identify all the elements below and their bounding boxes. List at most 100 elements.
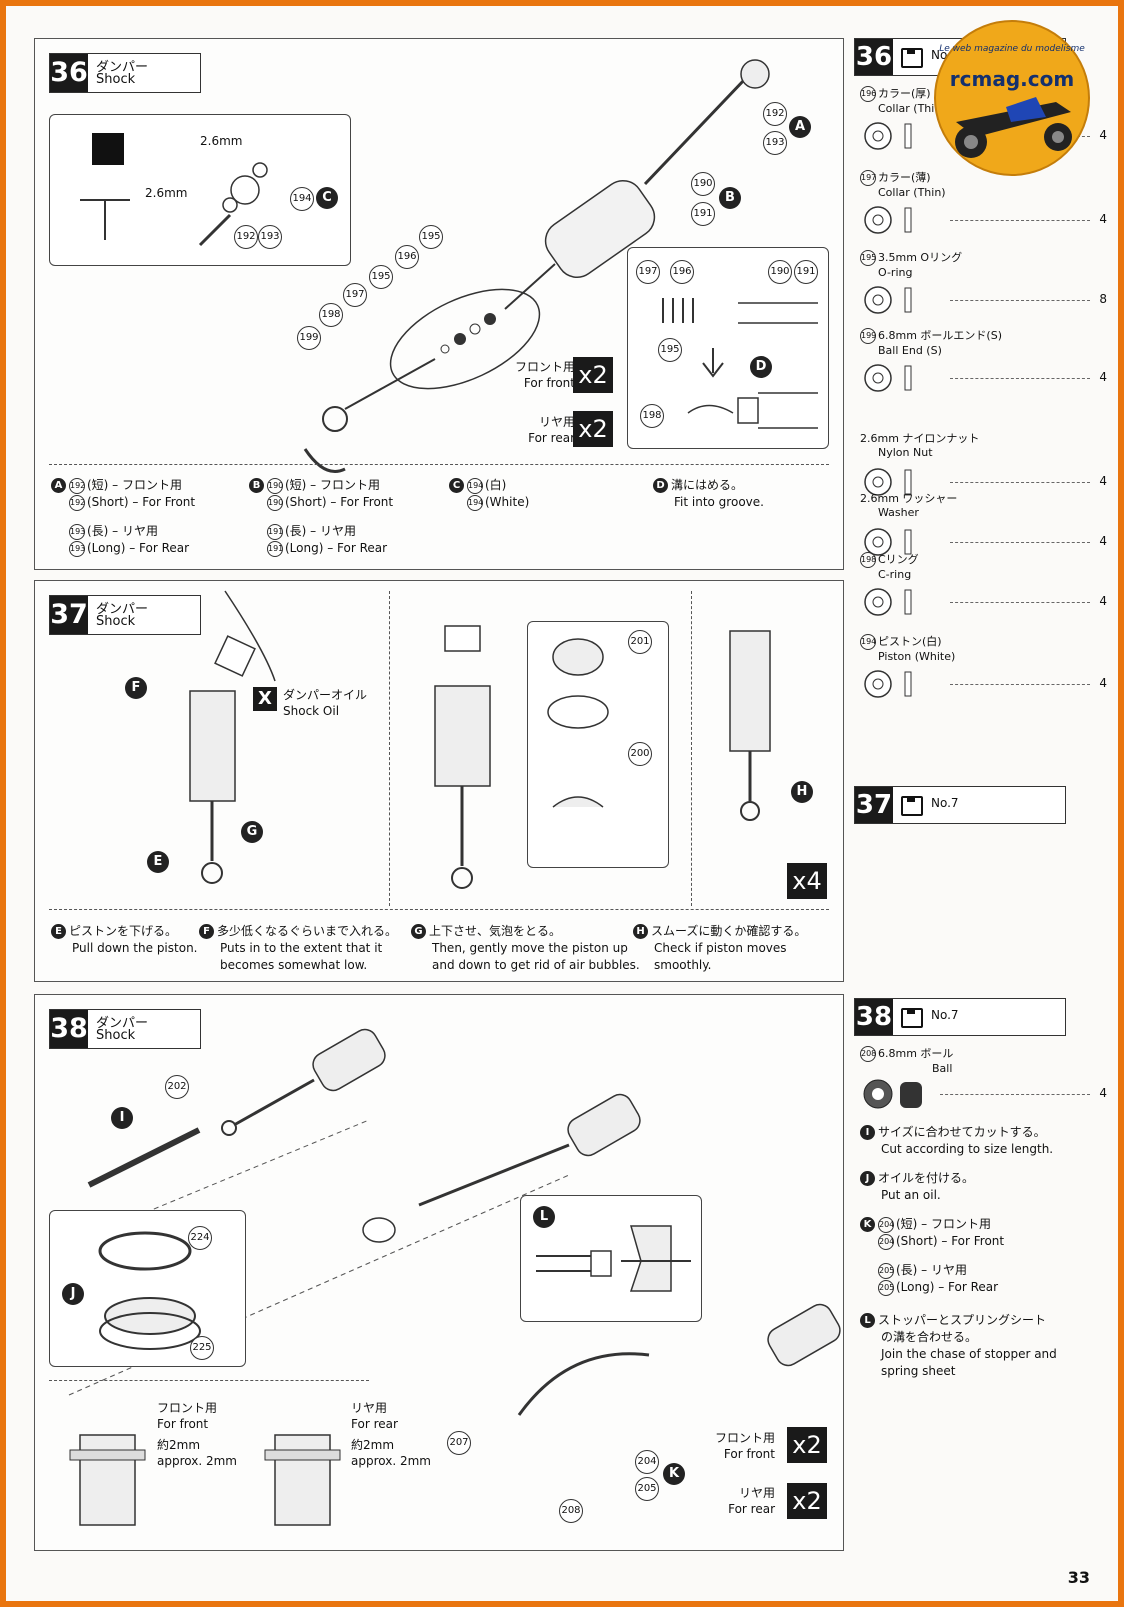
step-title-jp: ダンパー bbox=[96, 60, 149, 75]
approx-jp: 約2mm bbox=[351, 1438, 395, 1452]
part-no: 204 bbox=[878, 1216, 894, 1233]
step-37-panel: 37 ダンパー Shock F X ダンパーオイル Shock Oil G E bbox=[34, 580, 844, 982]
part-no: 208 bbox=[860, 1046, 876, 1062]
qty-leader bbox=[950, 220, 1090, 221]
note-e-jp: ピストンを下げる。 bbox=[69, 924, 178, 938]
cut-icon bbox=[92, 133, 124, 165]
part-jp: 2.6mm ナイロンナット bbox=[860, 432, 980, 445]
size-label-bottom: 2.6mm bbox=[145, 186, 188, 200]
marker-i: I bbox=[111, 1107, 133, 1129]
note-a-line4: (Long) – For Rear bbox=[87, 541, 190, 555]
qty-leader bbox=[940, 1094, 1090, 1095]
logo-tagline: Le web magazine du modelisme bbox=[939, 44, 1085, 54]
rear-qty-label: リヤ用 For rear bbox=[675, 1485, 775, 1517]
rear-en: For rear bbox=[528, 431, 575, 445]
shock-oil-label: ダンパーオイル Shock Oil bbox=[283, 687, 367, 719]
inset-detail-box: 2.6mm 2.6mm 194 C 192 193 bbox=[49, 114, 351, 266]
part-no: 196 bbox=[860, 86, 876, 102]
rear-height-label: リヤ用 For rear bbox=[351, 1400, 398, 1432]
part-qty: 4 bbox=[1099, 1086, 1107, 1100]
part-207: 207 bbox=[447, 1431, 471, 1455]
part-en: Ball End (S) bbox=[878, 344, 942, 357]
oil-detail-box: 224 J 225 bbox=[49, 1210, 246, 1367]
oil-mark-icon: X bbox=[253, 687, 277, 711]
sidebar-37-header: 37 No.7 bbox=[854, 786, 1066, 824]
note-d-line1: 溝にはめる。 bbox=[671, 478, 744, 492]
part-icon bbox=[864, 206, 912, 234]
bag-label: No.7 bbox=[931, 796, 959, 810]
part-198-z: 198 bbox=[640, 404, 664, 428]
bag-icon bbox=[901, 48, 923, 68]
front-en: For front bbox=[157, 1417, 209, 1431]
marker-j: J bbox=[62, 1283, 84, 1305]
part-no: 198 bbox=[860, 552, 876, 568]
step-37-vdivider-2 bbox=[691, 591, 692, 906]
part-en: Collar (Thick) bbox=[878, 102, 952, 115]
part-qty: 4 bbox=[1099, 128, 1107, 142]
rear-qty-label: リヤ用 For rear bbox=[475, 414, 575, 446]
note-a-line3: (長) – リヤ用 bbox=[87, 524, 158, 538]
part-no: 204 bbox=[878, 1233, 894, 1250]
note-l-en1: Join the chase of stopper and bbox=[881, 1347, 1057, 1361]
ball-icon bbox=[863, 1079, 922, 1109]
qty-leader bbox=[950, 482, 1090, 483]
part-icon bbox=[864, 670, 912, 698]
note-f-en2: becomes somewhat low. bbox=[220, 958, 368, 972]
marker-j-icon: J bbox=[860, 1171, 875, 1186]
note-c-line2: (White) bbox=[485, 495, 530, 509]
marker-k: K bbox=[663, 1463, 685, 1485]
marker-d-icon: D bbox=[653, 478, 668, 493]
oil-jp: ダンパーオイル bbox=[283, 688, 368, 702]
note-f-jp: 多少低くなるぐらいまで入れる。 bbox=[217, 924, 398, 938]
step-38-panel: 38 ダンパー Shock I 202 224 J bbox=[34, 994, 844, 1551]
part-197-z: 197 bbox=[636, 260, 660, 284]
note-h-en: Check if piston moves smoothly. bbox=[654, 941, 787, 972]
note-e-en: Pull down the piston. bbox=[72, 941, 198, 955]
front-approx-label: 約2mm approx. 2mm bbox=[157, 1437, 237, 1469]
part-no: 194 bbox=[467, 477, 483, 494]
note-b-line1: (短) – フロント用 bbox=[285, 478, 380, 492]
marker-c: C bbox=[316, 187, 338, 209]
seal-detail-box: 201 200 bbox=[527, 621, 669, 868]
seal-parts-drawing bbox=[547, 638, 609, 808]
part-no: 205 bbox=[878, 1279, 894, 1296]
note-c-line1: (白) bbox=[485, 478, 507, 492]
marker-f-icon: F bbox=[199, 924, 214, 939]
front-height-label: フロント用 For front bbox=[157, 1400, 217, 1432]
marker-c-icon: C bbox=[449, 478, 464, 493]
note-g-en2: and down to get rid of air bubbles. bbox=[432, 958, 640, 972]
step-number: 37 bbox=[50, 596, 88, 634]
part-196-a: 196 bbox=[395, 245, 419, 269]
part-no: 197 bbox=[860, 170, 876, 186]
part-icon bbox=[864, 364, 912, 392]
note-l-jp2: の溝を合わせる。 bbox=[881, 1330, 978, 1344]
part-202: 202 bbox=[165, 1075, 189, 1099]
note-i-en: Cut according to size length. bbox=[881, 1142, 1054, 1156]
part-201: 201 bbox=[628, 630, 652, 654]
note-k-line3: (長) – リヤ用 bbox=[896, 1263, 967, 1277]
size-label-top: 2.6mm bbox=[200, 134, 243, 148]
step-number: 38 bbox=[50, 1010, 88, 1048]
part-qty: 8 bbox=[1099, 292, 1107, 306]
part-no: 192 bbox=[69, 494, 85, 511]
logo-brand: rcmag.com bbox=[949, 67, 1075, 91]
step-title-jp: ダンパー bbox=[96, 602, 149, 617]
marker-f: F bbox=[125, 677, 147, 699]
rear-jp: リヤ用 bbox=[351, 1401, 388, 1415]
bag-icon bbox=[901, 1008, 923, 1028]
zoom-detail-box: 197 196 190 191 195 D 198 bbox=[627, 247, 829, 449]
front-qty-count: x2 bbox=[787, 1427, 827, 1463]
part-qty: 4 bbox=[1099, 474, 1107, 488]
spring-assembly-drawing bbox=[68, 1028, 841, 1416]
bag-icon bbox=[901, 796, 923, 816]
note-k-line2: (Short) – For Front bbox=[896, 1234, 1005, 1248]
part-en: Ball bbox=[932, 1062, 953, 1075]
